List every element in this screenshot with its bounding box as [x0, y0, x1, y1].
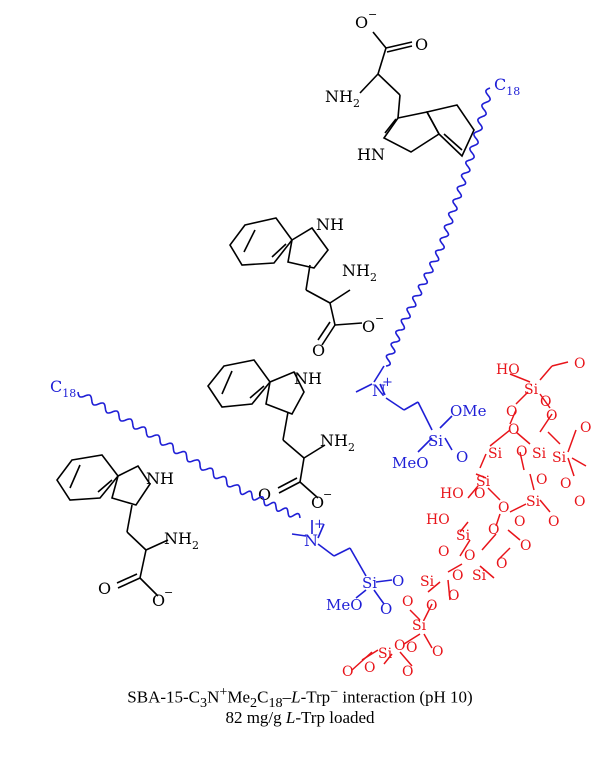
silica-o-26: O	[402, 664, 413, 680]
silica-o-13: O	[520, 538, 531, 554]
silica-o-9: O	[498, 500, 509, 516]
silica-o-1: O	[506, 404, 517, 420]
silica-o-21: O	[406, 640, 417, 656]
tryptophan-molecule-1	[359, 31, 475, 158]
silica-network-bonds	[351, 361, 587, 671]
c18-chain-left	[77, 391, 301, 519]
silica-si-11: Si	[378, 646, 393, 662]
tryptophan-molecule-4	[56, 454, 169, 597]
silica-o-17: O	[452, 568, 463, 584]
tryptophan-4-carbonyl-o: O	[98, 579, 111, 598]
silica-o-23: O	[394, 638, 405, 654]
tryptophan-3-nh2: NH2	[320, 431, 355, 454]
si-linker-left: Si	[362, 574, 377, 592]
silica-o-4: O	[508, 422, 519, 438]
tryptophan-4-o-minus: O	[152, 591, 165, 610]
silica-ho-3: HO	[426, 512, 450, 528]
tryptophan-1-carbonyl-o: O	[415, 35, 428, 54]
tryptophan-1-nh2: NH2	[325, 87, 360, 110]
c18-label-left: C18	[50, 377, 76, 400]
silica-si-9: Si	[472, 568, 487, 584]
tryptophan-4-indole-nh: NH	[146, 469, 174, 488]
silica-o-19: O	[426, 598, 437, 614]
silica-o-8: O	[474, 486, 485, 502]
silica-si-7: Si	[456, 528, 471, 544]
silica-o-15: O	[438, 544, 449, 560]
silica-o-18: O	[448, 588, 459, 604]
silica-o-3: O	[540, 394, 551, 410]
ammonium-linker-right	[355, 365, 453, 453]
ammonium-linker-left	[291, 520, 393, 605]
tryptophan-3-indole-nh: NH	[294, 369, 322, 388]
silica-ho-1: HO	[496, 362, 520, 378]
ammonium-n-right: N	[372, 381, 386, 400]
ammonium-n-left: N	[304, 531, 318, 550]
tryptophan-2-carbonyl-o: O	[312, 341, 325, 360]
tryptophan-4-o-minus-charge: −	[164, 586, 173, 599]
tryptophan-3-o-minus: O	[311, 493, 324, 512]
silica-o-2: O	[546, 408, 557, 424]
silica-si-2: Si	[488, 446, 503, 462]
tryptophan-3-o-minus-charge: −	[323, 488, 332, 501]
silica-o-6: O	[560, 476, 571, 492]
tryptophan-4-nh2: NH2	[164, 529, 199, 552]
tryptophan-2-indole-nh: NH	[316, 215, 344, 234]
tryptophan-1-o-minus: O	[355, 13, 368, 32]
silica-o-5: O	[516, 444, 527, 460]
caption-line-2: 82 mg/g L-Trp loaded	[225, 708, 375, 727]
c18-chain-right	[385, 87, 491, 367]
ammonium-plus-left: +	[314, 517, 325, 532]
tryptophan-molecule-2	[229, 217, 363, 346]
silica-o-20: O	[402, 594, 413, 610]
o-link-left: O	[392, 572, 404, 590]
silica-o-25: O	[364, 660, 375, 676]
silica-network-labels: HO Si O O O O Si O Si Si O O Si HO O O S…	[342, 356, 591, 680]
o-link-right: O	[456, 448, 468, 466]
o-link-left-lower: O	[380, 600, 392, 618]
silica-o-10: O	[514, 514, 525, 530]
tryptophan-2-o-minus: O	[362, 317, 375, 336]
silica-o-14: O	[464, 548, 475, 564]
silica-o-12: O	[488, 522, 499, 538]
ammonium-plus-right: +	[382, 375, 393, 390]
caption-line-1: SBA-15-C3N+Me2C18–L-Trp− interaction (pH…	[127, 684, 473, 712]
tryptophan-1-o-minus-charge: −	[368, 8, 377, 21]
silica-si-5: Si	[476, 474, 491, 490]
silica-o-29: O	[574, 494, 585, 510]
meo-right: MeO	[392, 454, 429, 472]
silica-ho-2: HO	[440, 486, 464, 502]
tryptophan-2-o-minus-charge: −	[375, 312, 384, 325]
c18-label-right: C18	[494, 75, 520, 98]
ome-right: OMe	[450, 402, 487, 420]
silica-si-1: Si	[524, 382, 539, 398]
silica-o-11: O	[548, 514, 559, 530]
tryptophan-2-nh2: NH2	[342, 261, 377, 284]
silica-si-8: Si	[420, 574, 435, 590]
silica-si-10: Si	[412, 618, 427, 634]
tryptophan-molecule-3	[207, 359, 326, 499]
silica-o-16: O	[496, 556, 507, 572]
silica-si-4: Si	[552, 450, 567, 466]
silica-o-24: O	[342, 664, 353, 680]
silica-si-3: Si	[532, 446, 547, 462]
meo-left: MeO	[326, 596, 363, 614]
tryptophan-1-indole-hn: HN	[357, 145, 385, 164]
silica-o-22: O	[432, 644, 443, 660]
silica-si-6: Si	[526, 494, 541, 510]
si-linker-right: Si	[428, 432, 443, 450]
silica-o-27: O	[574, 356, 585, 372]
silica-o-7: O	[536, 472, 547, 488]
tryptophan-3-carbonyl-o: O	[258, 485, 271, 504]
silica-o-28: O	[580, 420, 591, 436]
